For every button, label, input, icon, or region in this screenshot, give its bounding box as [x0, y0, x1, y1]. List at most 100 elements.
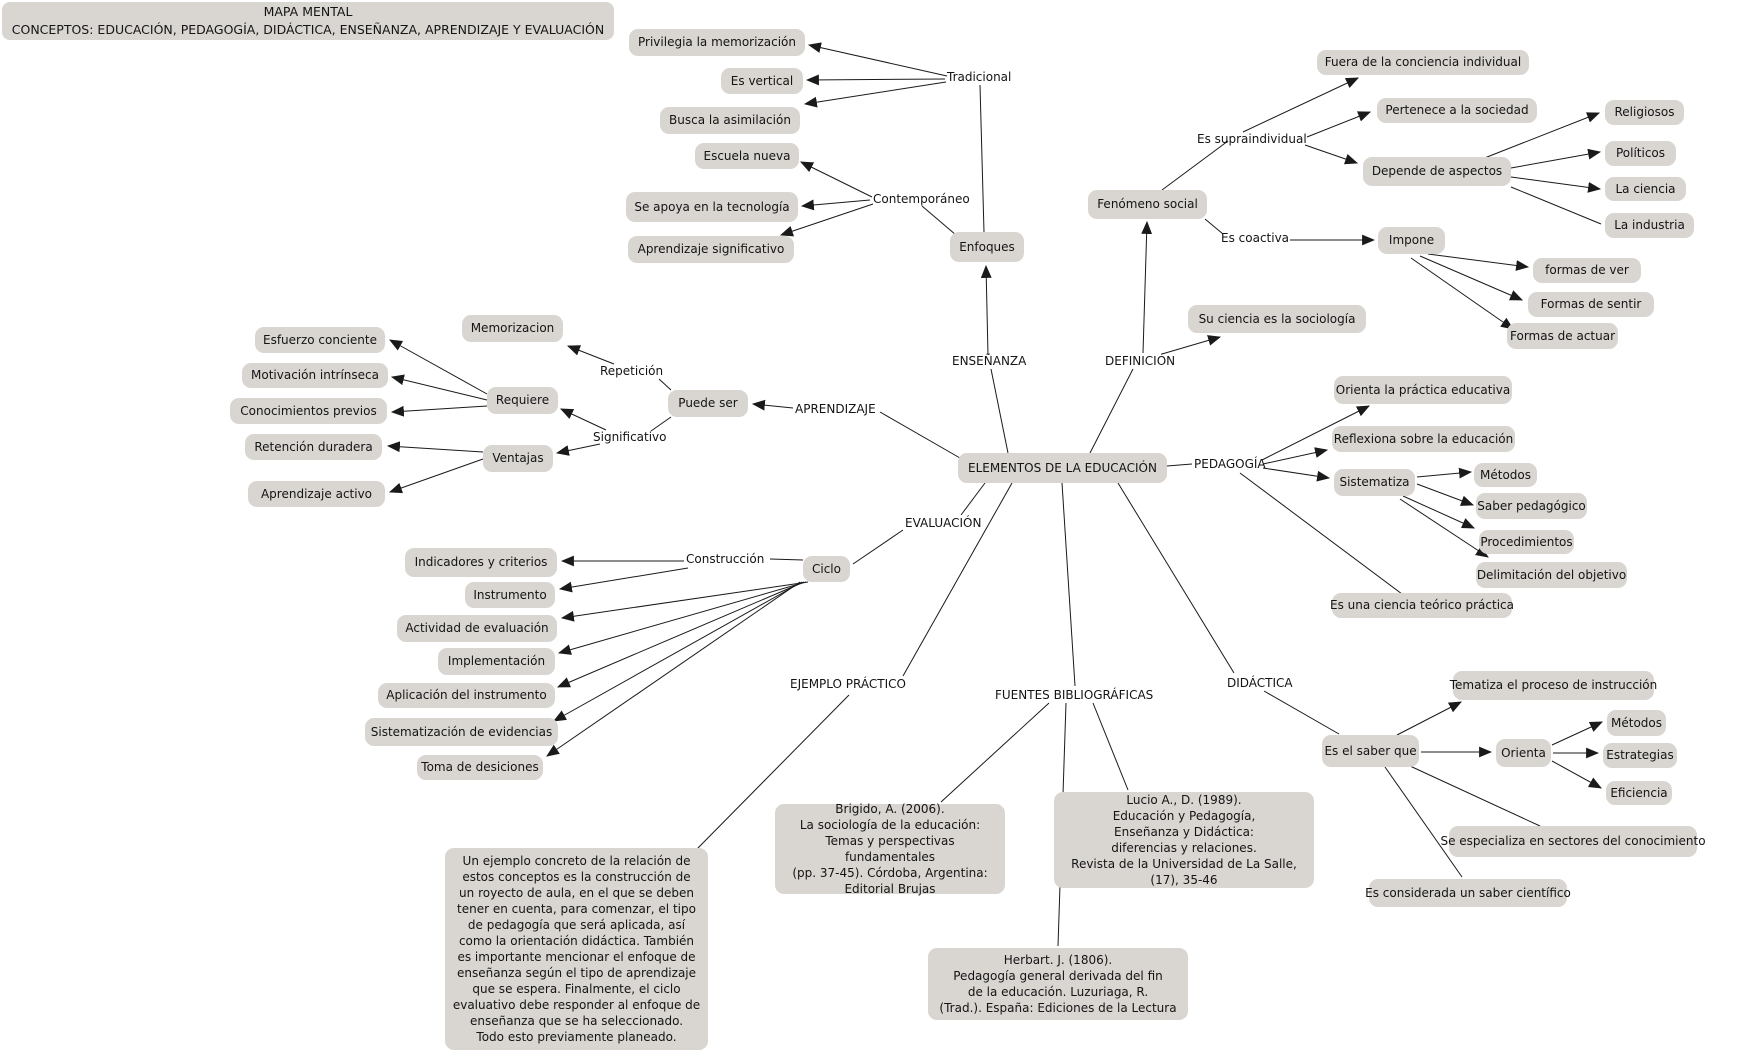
node-indicadores-criterios[interactable]: Indicadores y criterios [405, 548, 557, 577]
node-ventajas[interactable]: Ventajas [483, 445, 553, 472]
node-ejemplo-descripcion[interactable]: Un ejemplo concreto de la relación de es… [445, 848, 708, 1050]
edge-line [800, 199, 871, 211]
node-enfoques[interactable]: Enfoques [950, 232, 1024, 262]
node-es-el-saber-que[interactable]: Es el saber que [1322, 735, 1419, 767]
node-fuera-conciencia[interactable]: Fuera de la conciencia individual [1317, 50, 1529, 75]
node-retencion-duradera[interactable]: Retención duradera [245, 434, 382, 460]
edge-line [558, 567, 689, 593]
label-fuentes-bibliograficas[interactable]: FUENTES BIBLIOGRÁFICAS [995, 688, 1154, 702]
node-escuela-nueva[interactable]: Escuela nueva [695, 143, 799, 169]
node-impone[interactable]: Impone [1378, 227, 1445, 254]
node-su-ciencia-sociologia[interactable]: Su ciencia es la sociología [1188, 305, 1366, 333]
edge-line [650, 416, 672, 432]
node-fenomeno-social[interactable]: Fenómeno social [1088, 190, 1207, 219]
node-la-ciencia[interactable]: La ciencia [1605, 177, 1686, 201]
node-esfuerzo-conciente[interactable]: Esfuerzo conciente [255, 327, 385, 353]
edge-line [546, 581, 801, 757]
node-privilegia-memorizacion[interactable]: Privilegia la memorización [629, 29, 805, 56]
node-conocimientos-previos[interactable]: Conocimientos previos [230, 398, 387, 424]
edge-line [390, 374, 488, 401]
node-es-considerada[interactable]: Es considerada un saber científico [1365, 879, 1571, 907]
label-significativo[interactable]: Significativo [593, 430, 667, 444]
node-orienta-didactica[interactable]: Orienta [1496, 739, 1551, 767]
edge-line [1304, 144, 1359, 165]
node-delimitacion-objetivo[interactable]: Delimitación del objetivo [1476, 562, 1627, 588]
edge-line [1510, 148, 1602, 169]
node-saber-pedagogico[interactable]: Saber pedagógico [1476, 493, 1587, 519]
edge-line [769, 558, 804, 561]
edge-line [1409, 765, 1541, 827]
node-implementacion[interactable]: Implementación [438, 648, 555, 675]
edge-line [560, 408, 607, 431]
node-es-vertical[interactable]: Es vertical [721, 68, 803, 94]
node-memorizacion[interactable]: Memorizacion [462, 315, 563, 342]
label-evaluacion[interactable]: EVALUACIÓN [905, 516, 982, 530]
edge-line [1166, 463, 1193, 467]
node-puede-ser[interactable]: Puede ser [668, 390, 748, 417]
node-la-industria[interactable]: La industria [1605, 213, 1694, 238]
node-ciencia-teorico-practica[interactable]: Es una ciencia teórico práctica [1330, 593, 1514, 618]
node-cita-brigido[interactable]: Brigido, A. (2006). La sociología de la … [775, 802, 1005, 896]
edge-line [1396, 701, 1462, 736]
node-depende-aspectos[interactable]: Depende de aspectos [1363, 157, 1511, 186]
node-aprendizaje-activo[interactable]: Aprendizaje activo [248, 481, 385, 507]
label-ejemplo-practico[interactable]: EJEMPLO PRÁCTICO [790, 677, 906, 691]
node-elementos-educacion[interactable]: ELEMENTOS DE LA EDUCACIÓN [958, 453, 1167, 483]
label-contemporaneo[interactable]: Contemporáneo [873, 192, 970, 206]
edge-line [1399, 498, 1489, 558]
node-formas-de-ver[interactable]: formas de ver [1533, 258, 1641, 283]
edge-line [1263, 690, 1340, 735]
edge-line [1551, 760, 1602, 789]
node-pertenece-sociedad[interactable]: Pertenece a la sociedad [1377, 98, 1537, 123]
label-aprendizaje[interactable]: APRENDIZAJE [795, 402, 876, 416]
label-definicion[interactable]: DEFINICIÓN [1105, 354, 1176, 368]
node-metodos-didactica[interactable]: Métodos [1607, 710, 1666, 736]
label-tradicional[interactable]: Tradicional [947, 70, 1012, 84]
edge-line [921, 205, 957, 236]
edge-line [751, 399, 794, 411]
node-apoya-tecnologia[interactable]: Se apoya en la tecnología [626, 192, 798, 222]
edge-line [560, 581, 809, 622]
edge-line [1262, 447, 1329, 465]
label-es-supraindividual[interactable]: Es supraindividual [1197, 132, 1307, 146]
label-repeticion[interactable]: Repetición [600, 364, 664, 378]
node-toma-desiciones[interactable]: Toma de desiciones [417, 755, 543, 780]
edge-line [807, 42, 948, 77]
label-es-coactiva[interactable]: Es coactiva [1221, 231, 1290, 245]
node-formas-de-actuar[interactable]: Formas de actuar [1507, 323, 1618, 349]
node-cita-lucio[interactable]: Lucio A., D. (1989). Educación y Pedagog… [1054, 792, 1314, 888]
node-religiosos[interactable]: Religiosos [1605, 100, 1684, 125]
edge-line [566, 345, 615, 365]
node-metodos-pedagogia[interactable]: Métodos [1474, 463, 1537, 487]
edge-line [1416, 467, 1473, 479]
node-aplicacion-instrumento[interactable]: Aplicación del instrumento [378, 683, 555, 708]
node-orienta-practica[interactable]: Orienta la práctica educativa [1334, 376, 1512, 404]
edge-line [1242, 77, 1359, 133]
label-construccion[interactable]: Construcción [686, 552, 765, 566]
node-estrategias[interactable]: Estrategias [1603, 743, 1677, 768]
node-reflexiona-educacion[interactable]: Reflexiona sobre la educación [1332, 426, 1515, 452]
node-tematiza-instruccion[interactable]: Tematiza el proceso de instrucción [1450, 671, 1657, 700]
node-actividad-evaluacion[interactable]: Actividad de evaluación [397, 615, 557, 642]
node-procedimientos[interactable]: Procedimientos [1479, 530, 1574, 554]
edge-line [1061, 482, 1076, 687]
edge-line [1551, 721, 1603, 746]
label-didactica[interactable]: DIDÁCTICA [1227, 676, 1293, 690]
node-se-especializa[interactable]: Se especializa en sectores del conocimie… [1440, 826, 1706, 857]
node-instrumento[interactable]: Instrumento [465, 582, 555, 608]
node-requiere[interactable]: Requiere [487, 387, 558, 414]
node-cita-herbart[interactable]: Herbart. J. (1806). Pedagogía general de… [928, 948, 1188, 1020]
edge-line [553, 581, 803, 722]
node-formas-de-sentir[interactable]: Formas de sentir [1528, 292, 1654, 317]
node-sistematizacion-evidencias[interactable]: Sistematización de evidencias [365, 718, 558, 746]
node-eficiencia[interactable]: Eficiencia [1606, 781, 1672, 805]
node-motivacion-intrinseca[interactable]: Motivación intrínseca [242, 363, 388, 388]
node-politicos[interactable]: Políticos [1605, 141, 1676, 166]
node-ciclo[interactable]: Ciclo [803, 556, 850, 582]
title-box[interactable]: MAPA MENTAL CONCEPTOS: EDUCACIÓN, PEDAGO… [2, 2, 614, 40]
label-pedagogia[interactable]: PEDAGOGÍA [1194, 457, 1266, 471]
label-ensenanza[interactable]: ENSEÑANZA [952, 354, 1027, 368]
node-sistematiza[interactable]: Sistematiza [1334, 469, 1415, 496]
node-aprendizaje-significativo[interactable]: Aprendizaje significativo [628, 236, 794, 263]
node-busca-asimilacion[interactable]: Busca la asimilación [660, 107, 800, 134]
